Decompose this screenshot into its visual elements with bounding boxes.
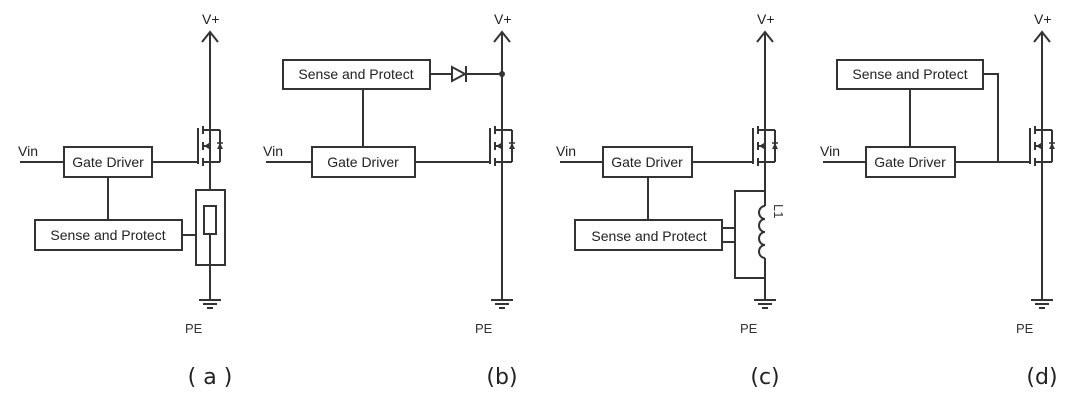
gate-driver-label: Gate Driver <box>327 154 399 170</box>
panel-caption: (b) <box>486 365 517 390</box>
ground-label: PE <box>740 321 758 336</box>
panel-a: V+ PE Vin Gate Driver Sense and Protect … <box>18 11 232 390</box>
ground-icon <box>753 299 777 309</box>
panel-c: V+ L1 PE Vin Gate Driver Sense and Prote… <box>556 11 786 390</box>
input-label: Vin <box>263 143 283 159</box>
sense-protect-label: Sense and Protect <box>591 228 706 244</box>
ground-label: PE <box>185 321 203 336</box>
resistor-icon <box>203 205 217 235</box>
sense-protect-label: Sense and Protect <box>852 66 967 82</box>
input-label: Vin <box>820 143 840 159</box>
ground-label: PE <box>475 321 493 336</box>
ground-label: PE <box>1016 321 1034 336</box>
sense-tap-wire <box>734 190 765 279</box>
gate-driver-label: Gate Driver <box>72 154 144 170</box>
sense-gate-wire <box>983 73 999 162</box>
sense-protect-block <box>282 59 431 90</box>
inductor-icon <box>758 205 766 259</box>
input-label: Vin <box>556 143 576 159</box>
sense-protect-block <box>836 59 984 90</box>
panel-caption: (d) <box>1026 365 1057 390</box>
panel-d: V+ PE Sense and Protect Vin Gate Driver … <box>820 11 1058 390</box>
supply-label: V+ <box>757 11 775 27</box>
ground-icon <box>490 299 514 309</box>
supply-label: V+ <box>202 11 220 27</box>
supply-label: V+ <box>1034 11 1052 27</box>
supply-label: V+ <box>494 11 512 27</box>
ground-icon <box>198 299 222 309</box>
sense-protect-label: Sense and Protect <box>298 66 413 82</box>
gate-driver-label: Gate Driver <box>874 154 946 170</box>
panel-b: V+ PE Sense and Protect Vin Gate Driver … <box>263 11 518 390</box>
sense-protect-block <box>574 219 723 251</box>
inductor-label: L1 <box>771 204 786 218</box>
gate-driver-label: Gate Driver <box>611 154 683 170</box>
panel-caption: (c) <box>750 365 779 390</box>
sense-protect-label: Sense and Protect <box>50 227 165 243</box>
ground-icon <box>1030 299 1054 309</box>
input-label: Vin <box>18 143 38 159</box>
gate-driver-block <box>865 146 956 178</box>
diode-icon <box>451 65 468 83</box>
panel-caption: ( a ) <box>188 365 233 390</box>
